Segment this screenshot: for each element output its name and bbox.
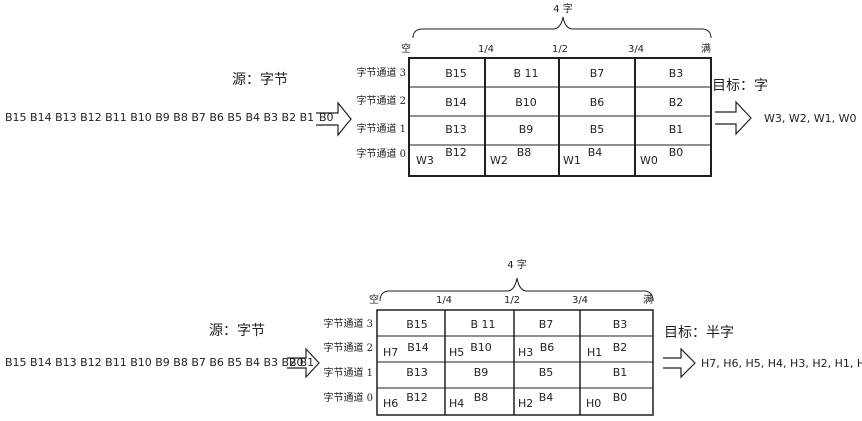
scale-quarter: 1/4 (478, 44, 494, 55)
lane-label-1: 字节通道 1 (323, 366, 373, 379)
word-count-brace (412, 16, 712, 39)
diagram-word-target: 4 字 空 1/4 1/2 3/4 满 字节通道 3 字节通道 2 字节通道 1… (5, 2, 856, 177)
cell-byte: B12 (445, 146, 467, 159)
scale-full: 满 (701, 43, 711, 55)
cell-byte: B3 (613, 318, 628, 331)
cell-byte: B10 (515, 96, 537, 109)
cell-halfword: H5 (449, 346, 464, 359)
lane-label-3: 字节通道 3 (356, 66, 406, 79)
scale-empty: 空 (369, 293, 379, 306)
cell-byte: B2 (669, 96, 684, 109)
lane-label-0: 字节通道 0 (323, 391, 373, 404)
scale-three-quarter: 3/4 (572, 295, 588, 306)
cell-byte: B1 (613, 366, 628, 379)
scale-quarter: 1/4 (436, 295, 452, 306)
scale-half: 1/2 (504, 295, 520, 306)
cell-byte: B15 (445, 67, 467, 80)
cell-halfword: H6 (383, 397, 398, 410)
cell-word: W1 (563, 154, 581, 167)
cell-halfword: H3 (518, 346, 533, 359)
target-label: 目标：半字 (664, 325, 734, 341)
cell-byte: B2 (613, 341, 628, 354)
input-byte-sequence: B15 B14 B13 B12 B11 B10 B9 B8 B7 B6 B5 B… (5, 111, 314, 124)
input-byte-last: B0 (289, 356, 304, 369)
cell-byte: B10 (470, 341, 492, 354)
cell-byte: B3 (669, 67, 684, 80)
cell-halfword: H4 (449, 397, 464, 410)
cell-byte: B5 (590, 123, 605, 136)
cell-byte: B7 (590, 67, 605, 80)
cell-word: W2 (490, 154, 508, 167)
cell-byte: B6 (540, 341, 555, 354)
scale-half: 1/2 (552, 44, 568, 55)
word-count-label: 4 字 (553, 2, 573, 15)
cell-byte: B4 (539, 391, 554, 404)
scale-full: 满 (643, 294, 653, 306)
input-arrow-icon (287, 347, 320, 379)
source-label: 源：字节 (232, 72, 288, 88)
cell-byte: B1 (669, 123, 684, 136)
lane-label-3: 字节通道 3 (323, 317, 373, 330)
word-count-label: 4 字 (507, 258, 527, 271)
word-count-brace (379, 277, 654, 302)
cell-byte: B13 (445, 123, 467, 136)
output-word-sequence: W3, W2, W1, W0 (764, 112, 856, 125)
cell-byte: B8 (517, 146, 532, 159)
cell-byte: B 11 (513, 67, 538, 80)
cell-byte: B15 (406, 318, 428, 331)
cell-byte: B8 (474, 391, 489, 404)
output-halfword-sequence: H7, H6, H5, H4, H3, H2, H1, H0 (701, 357, 862, 370)
cell-byte: B9 (474, 366, 489, 379)
cell-byte: B13 (406, 366, 428, 379)
input-arrow-icon (316, 101, 352, 137)
cell-byte: B9 (519, 123, 534, 136)
cell-byte: B0 (669, 146, 684, 159)
cell-byte: B12 (406, 391, 428, 404)
lane-label-2: 字节通道 2 (323, 341, 373, 354)
cell-byte: B7 (539, 318, 554, 331)
lane-label-0: 字节通道 0 (356, 147, 406, 160)
cell-byte: B0 (613, 391, 628, 404)
cell-halfword: H1 (587, 346, 602, 359)
cell-halfword: H2 (518, 397, 533, 410)
cell-byte: B4 (588, 146, 603, 159)
cell-byte: B6 (590, 96, 605, 109)
output-arrow-icon (663, 347, 696, 379)
cell-byte: B5 (539, 366, 554, 379)
scale-three-quarter: 3/4 (628, 44, 644, 55)
output-arrow-icon (715, 100, 752, 136)
source-label: 源：字节 (209, 323, 265, 339)
scale-empty: 空 (401, 42, 411, 55)
target-label: 目标：字 (712, 78, 768, 94)
lane-label-1: 字节通道 1 (356, 122, 406, 135)
cell-word: W3 (416, 154, 434, 167)
cell-byte: B14 (407, 341, 429, 354)
input-byte-sequence: B15 B14 B13 B12 B11 B10 B9 B8 B7 B6 B5 B… (5, 356, 314, 369)
cell-byte: B14 (445, 96, 467, 109)
input-byte-last: B0 (319, 111, 334, 124)
cell-word: W0 (640, 154, 658, 167)
lane-label-2: 字节通道 2 (356, 94, 406, 107)
cell-halfword: H0 (586, 397, 601, 410)
cell-byte: B 11 (470, 318, 495, 331)
cell-halfword: H7 (383, 346, 398, 359)
diagram-halfword-target: 4 字 空 1/4 1/2 3/4 满 字节通道 3 字节通道 2 字节通道 1… (5, 258, 862, 416)
